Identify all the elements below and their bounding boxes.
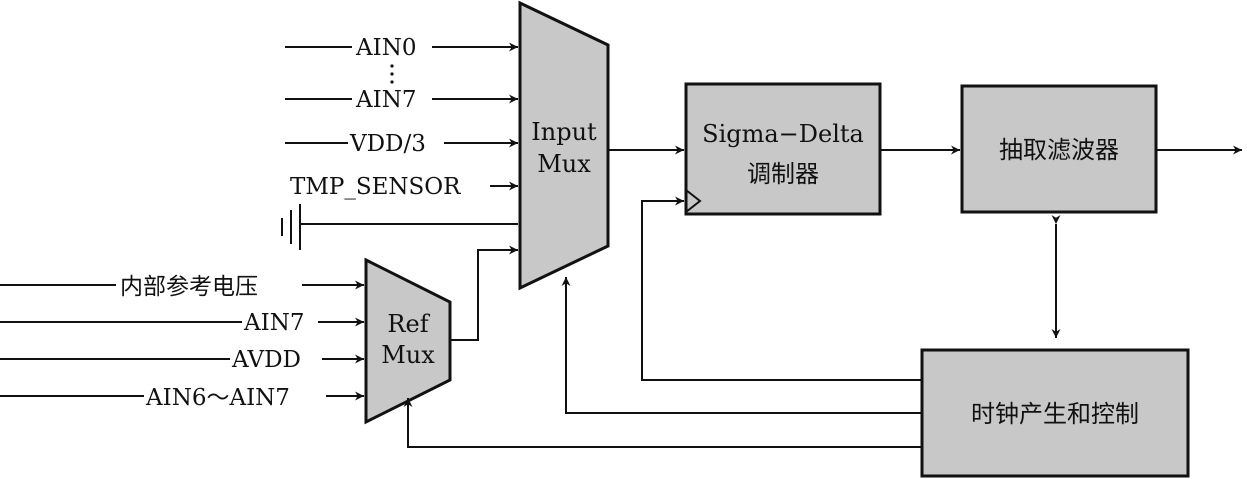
input-mux-block: Input Mux	[518, 0, 610, 291]
sigma-delta-block: Sigma−Delta 调制器	[684, 82, 882, 216]
input-mux-line1: Input	[531, 118, 597, 146]
clock-to-ref-mux-wire	[403, 398, 922, 448]
clock-input-triangle	[685, 189, 702, 213]
avdd-label: AVDD	[231, 347, 301, 373]
input-tmp-sensor: TMP_SENSOR	[290, 174, 518, 200]
internal-ref-label: 内部参考电压	[120, 274, 258, 300]
ref-mux-line1: Ref	[387, 310, 430, 338]
ain7-label: AIN7	[355, 87, 416, 113]
input-mux-shape	[518, 0, 610, 291]
ground-symbol	[281, 204, 518, 250]
ellipsis-dot	[390, 72, 394, 76]
ref-mux-output-wire	[450, 245, 518, 341]
tmp-sensor-label: TMP_SENSOR	[290, 174, 461, 200]
ain6-ain7-label: AIN6～AIN7	[145, 385, 290, 411]
ref-input-avdd: AVDD	[0, 347, 364, 373]
decimation-filter-label: 抽取滤波器	[999, 136, 1119, 164]
ref-mux-block: Ref Mux	[364, 257, 452, 425]
decimation-filter-shape	[960, 84, 1158, 214]
ref-mux-line2: Mux	[381, 341, 435, 369]
sigma-delta-line2: 调制器	[747, 160, 819, 188]
clock-control-label: 时钟产生和控制	[971, 400, 1139, 428]
clock-control-shape	[920, 348, 1190, 478]
decimation-filter-block: 抽取滤波器	[960, 84, 1158, 214]
input-vdd3: VDD/3	[285, 131, 518, 157]
sigma-delta-line1: Sigma−Delta	[702, 120, 864, 148]
input-ellipsis	[390, 64, 394, 84]
input-ain0: AIN0	[285, 35, 518, 61]
input-mux-line2: Mux	[537, 150, 591, 178]
clock-to-modulator-wire	[641, 196, 922, 381]
clock-control-block: 时钟产生和控制	[920, 348, 1190, 478]
ain0-label: AIN0	[355, 35, 416, 61]
input-ain7: AIN7	[285, 87, 518, 113]
ref-input-ain6-ain7: AIN6～AIN7	[0, 385, 364, 411]
ref-input-ain7: AIN7	[0, 310, 364, 336]
sigma-delta-shape	[684, 82, 882, 216]
ref-mux-shape	[364, 257, 452, 425]
ref-ain7-label: AIN7	[243, 310, 304, 336]
clock-to-input-mux-wire	[561, 277, 922, 414]
vdd3-label: VDD/3	[349, 131, 426, 157]
ellipsis-dot	[390, 64, 394, 68]
ref-input-internal: 内部参考电压	[0, 274, 364, 300]
ellipsis-dot	[390, 80, 394, 84]
